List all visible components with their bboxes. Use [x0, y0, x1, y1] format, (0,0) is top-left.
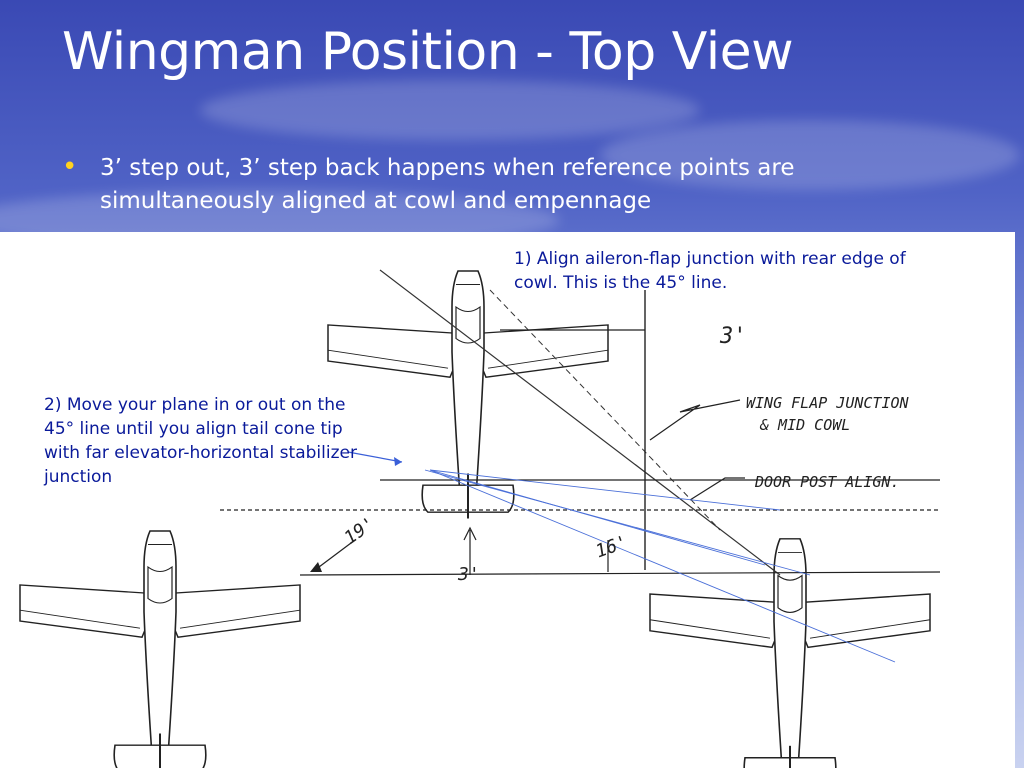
wing-flap-leader [649, 399, 741, 441]
sketch-canvas: 3' WING FLAP JUNCTION & MID COWL DOOR PO… [19, 269, 941, 768]
door-post-label: DOOR POST ALIGN. [754, 473, 900, 491]
wing-flap-label-2: & MID COWL [759, 416, 850, 434]
bullet-dot-icon: • [62, 152, 78, 182]
step-out-label: 3' [719, 324, 747, 349]
left-wingman-plane [19, 530, 301, 768]
cloud [600, 120, 1020, 190]
45-degree-line [379, 269, 781, 576]
step-back-label: 3' [457, 564, 480, 585]
note2-arrow [347, 451, 403, 463]
distance-19-label: 19' [340, 513, 379, 549]
alignment-note-1: 1) Align aileron-flap junction with rear… [514, 249, 906, 293]
slide-title: Wingman Position - Top View [62, 22, 794, 82]
distance-16-label: 16' [593, 532, 631, 563]
formation-diagram: 3' WING FLAP JUNCTION & MID COWL DOOR PO… [0, 232, 1015, 768]
wing-flap-label-1: WING FLAP JUNCTION [746, 394, 910, 412]
bullet-text: 3’ step out, 3’ step back happens when r… [100, 155, 795, 214]
guide-lines [424, 469, 896, 663]
door-post-leader [689, 477, 745, 501]
cloud [200, 80, 700, 140]
alignment-note-2: 2) Move your plane in or out on the 45° … [44, 395, 357, 487]
